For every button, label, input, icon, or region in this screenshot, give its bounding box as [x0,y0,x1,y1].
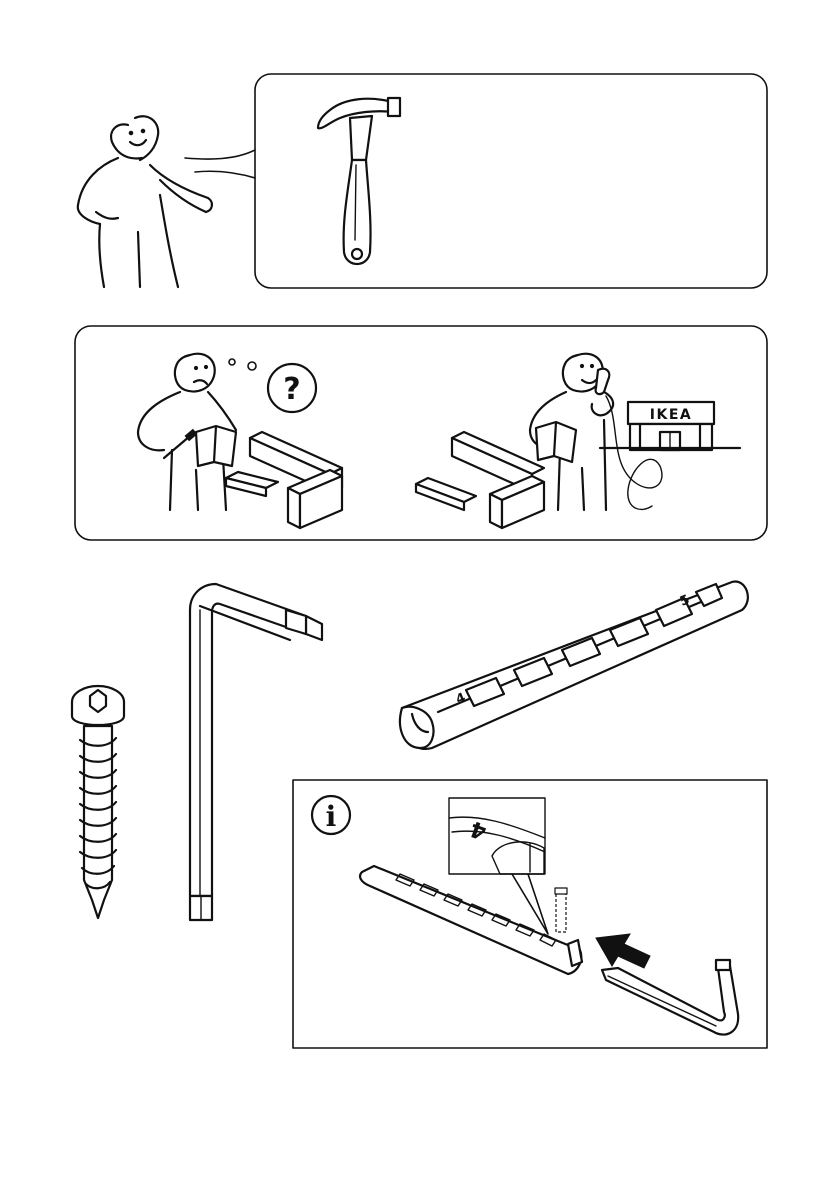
allen-key-icon [190,584,322,920]
info-symbol: i [326,800,337,833]
thought-dot-medium [248,362,256,370]
insert-direction-arrow [596,934,650,968]
screw-icon [72,686,124,918]
instruction-person-figure [78,116,212,287]
question-mark: ? [283,372,300,407]
furniture-parts-right [416,432,544,528]
instruction-booklet [196,426,236,466]
connecting-strip-large [400,582,748,749]
instruction-booklet [536,422,576,462]
insert-key-guide [555,888,567,932]
thought-dot-small [229,359,235,365]
bubble-tail [185,150,255,178]
store-sign: IKEA [650,407,692,423]
connecting-strip-small [360,866,582,974]
tools-bubble [255,74,767,288]
hammer-icon [318,98,400,264]
furniture-parts-left [226,432,342,528]
allen-key-small-icon [602,960,738,1035]
